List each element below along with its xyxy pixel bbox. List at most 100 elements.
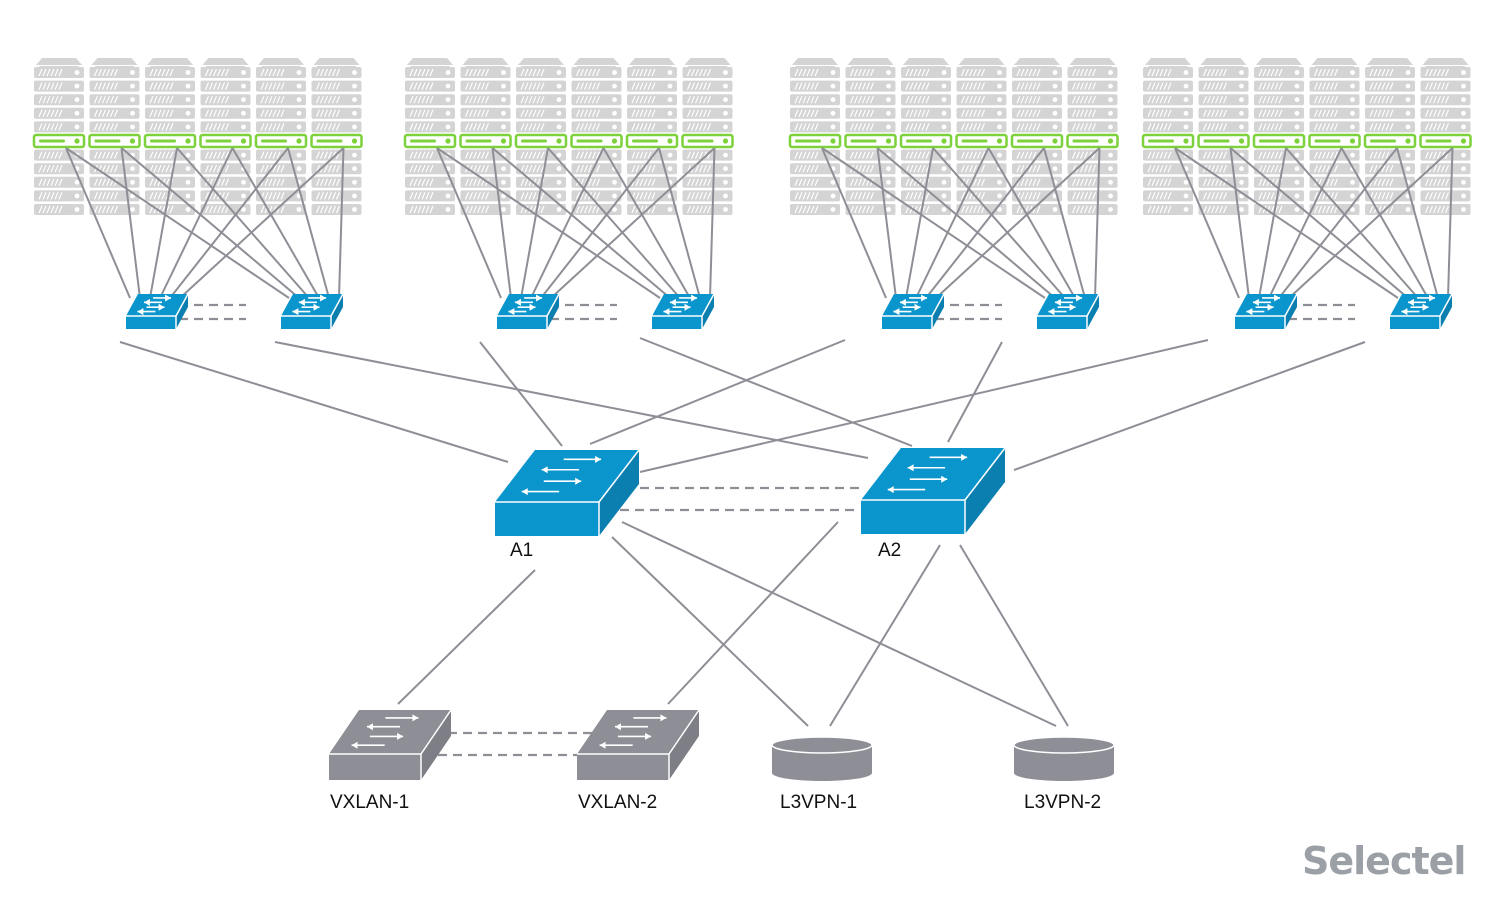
server xyxy=(256,80,306,92)
server xyxy=(256,107,306,119)
server-vent xyxy=(853,151,859,159)
server-vent xyxy=(575,151,581,159)
server-vent xyxy=(276,68,281,77)
server-vent xyxy=(706,95,712,104)
server-led xyxy=(1405,83,1411,89)
server-vent xyxy=(105,178,111,187)
server-vent xyxy=(413,82,418,90)
server-vent xyxy=(591,123,597,131)
server-vent xyxy=(802,68,807,77)
server-led xyxy=(1405,207,1411,212)
leaf-switch xyxy=(497,293,560,329)
server-vent xyxy=(849,151,855,159)
server-vent xyxy=(587,178,593,187)
server-vent xyxy=(1071,151,1077,159)
server-vent xyxy=(798,68,803,77)
server-vent xyxy=(1313,95,1319,104)
server-vent xyxy=(113,205,119,214)
server-vent xyxy=(909,68,914,77)
arrow-left-icon xyxy=(514,298,521,306)
server-vent xyxy=(964,82,970,90)
server-led xyxy=(830,207,836,212)
server-leaf-link xyxy=(1094,147,1101,299)
server-vent xyxy=(480,164,486,173)
server-vent xyxy=(1436,82,1442,90)
server-vent xyxy=(1079,151,1085,159)
server-vent xyxy=(1444,123,1450,131)
server-vent xyxy=(38,109,43,118)
server-vent xyxy=(425,164,430,173)
server-vent xyxy=(1024,68,1029,77)
server-vent xyxy=(1321,123,1327,131)
server xyxy=(145,204,195,215)
server-vent xyxy=(1163,178,1168,187)
server-vent xyxy=(794,109,799,118)
server-vent xyxy=(1202,82,1208,90)
server-vent xyxy=(1258,123,1263,131)
server xyxy=(460,94,511,106)
server-vent xyxy=(524,68,529,77)
server-vent xyxy=(698,68,704,77)
server-vent xyxy=(1016,164,1021,173)
server-vent xyxy=(925,95,930,104)
server xyxy=(200,190,251,202)
server-vent xyxy=(1167,68,1172,77)
switch-edge xyxy=(1284,293,1298,317)
server-vent xyxy=(635,123,640,131)
arrow-right-icon xyxy=(397,732,404,740)
server-led xyxy=(1350,97,1355,103)
server-vent xyxy=(857,68,863,77)
server-led xyxy=(296,97,302,103)
server-vent xyxy=(1274,123,1279,131)
server-vent xyxy=(464,205,470,214)
server-vent xyxy=(1258,164,1263,173)
server xyxy=(901,80,951,92)
server-led xyxy=(1183,193,1189,199)
server-led xyxy=(241,110,246,116)
server-vent xyxy=(315,192,321,200)
arrow-right-icon xyxy=(575,477,582,485)
rack-roof xyxy=(792,58,838,65)
aggregation-switch-A1 xyxy=(495,449,640,536)
rack-roof xyxy=(573,58,620,65)
server-led xyxy=(830,179,836,185)
server-vent xyxy=(280,82,285,90)
server-led xyxy=(612,97,617,103)
rack-roof xyxy=(1311,58,1358,65)
server-vent xyxy=(480,68,486,77)
server-vent xyxy=(853,95,859,104)
server-vent xyxy=(476,68,482,77)
server-vent xyxy=(1218,192,1224,200)
server-vent xyxy=(1274,95,1279,104)
server-vent xyxy=(1424,123,1430,131)
server-vent xyxy=(595,178,601,187)
server-led xyxy=(130,70,135,75)
server-vent xyxy=(520,82,525,90)
server-led xyxy=(941,152,947,158)
server-vent xyxy=(1432,205,1438,214)
server-vent xyxy=(690,205,696,214)
server-vent xyxy=(54,123,59,131)
server-vent xyxy=(1087,68,1093,77)
server xyxy=(682,121,733,133)
server-vent xyxy=(540,164,545,173)
server-leaf-link xyxy=(491,147,671,299)
server-vent xyxy=(1258,192,1263,200)
server-led xyxy=(351,138,358,144)
server-led xyxy=(185,83,191,89)
server-vent xyxy=(157,123,162,131)
arrow-right-icon xyxy=(158,303,165,311)
server-vent xyxy=(208,151,214,159)
server xyxy=(571,80,622,92)
server-vent xyxy=(980,95,986,104)
server-led xyxy=(352,193,357,199)
switch-edge xyxy=(701,293,715,317)
server-vent xyxy=(1444,205,1450,214)
server-led xyxy=(941,70,947,75)
server-led xyxy=(445,207,451,212)
server xyxy=(516,149,566,161)
server-vent xyxy=(280,178,285,187)
server-vent xyxy=(631,164,636,173)
server-vent xyxy=(921,82,926,90)
server-vent xyxy=(169,123,174,131)
